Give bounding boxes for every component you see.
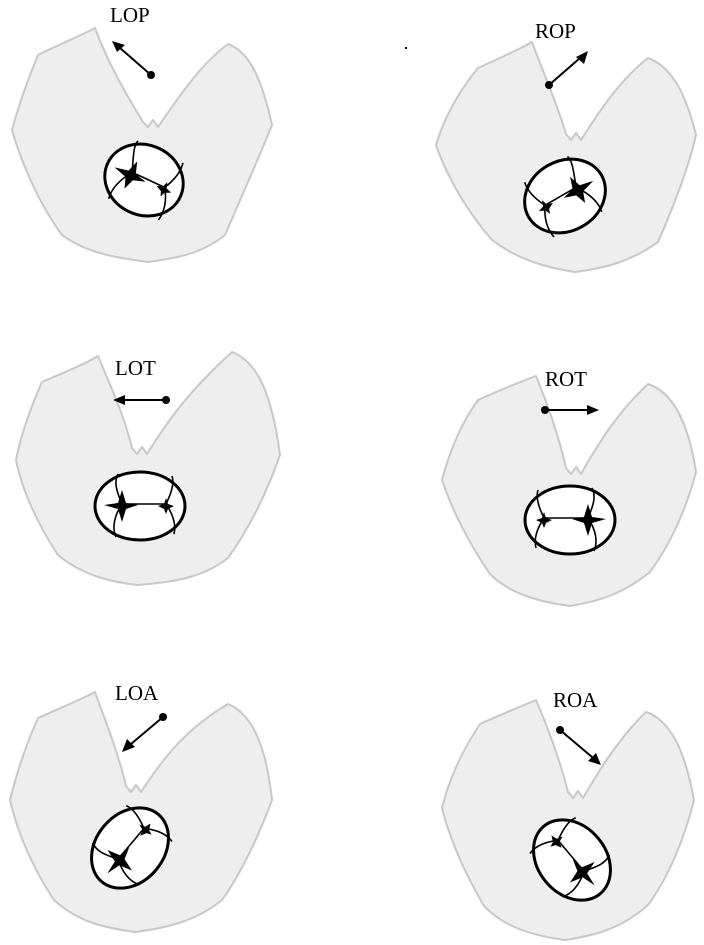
anterior-fontanelle-rot [536,512,552,528]
panel-loa: LOA [9,681,273,933]
posterior-fontanelle-roa [570,859,595,886]
arrowhead-rop [576,51,588,64]
arrow-origin-lot [162,396,170,404]
panel-roa: ROA [441,688,695,941]
panel-lop: LOP [11,3,273,263]
fetal-head-rot [523,484,617,556]
arrow-roa [559,729,593,758]
posterior-fontanelle-loa [107,847,132,874]
arrowhead-lot [113,395,125,405]
fetal-head-roa [529,816,612,902]
arrow-origin-lop [147,71,155,79]
anterior-fontanelle-loa [139,823,152,836]
posterior-fontanelle-rop [563,176,594,203]
arrowhead-rot [587,405,599,415]
anterior-fontanelle-roa [550,835,563,848]
pelvis-rop [435,41,697,273]
fetal-head-lot [93,470,187,542]
arrowhead-loa [122,739,135,752]
posterior-fontanelle-lot [104,490,138,522]
anterior-fontanelle-lot [158,498,174,514]
head-outline-lop [103,142,185,218]
arrow-origin-rop [545,81,553,89]
stray-dot [405,47,407,49]
panel-rot: ROT [441,367,697,607]
arrow-rop [548,57,581,86]
pelvis-lot [15,351,281,586]
arrow-origin-loa [159,713,167,721]
sagittal-suture-lop [131,171,166,189]
label-rop: ROP [535,19,576,43]
panel-lot: LOT [15,351,281,586]
label-loa: LOA [115,681,159,705]
arrow-lop [119,47,152,76]
fetal-head-rop [523,155,607,238]
label-lot: LOT [115,356,156,380]
panel-rop: ROP [435,19,697,273]
arrowhead-roa [588,753,601,765]
arrow-origin-roa [556,726,564,734]
label-rot: ROT [545,367,587,391]
fetal-head-loa [90,804,173,890]
arrow-loa [130,716,164,745]
posterior-fontanelle-lop [114,161,146,189]
sagittal-suture-rop [544,186,577,206]
arrowhead-lop [112,41,125,52]
posterior-fontanelle-rot [572,504,606,536]
label-lop: LOP [110,3,150,27]
fetal-head-lop [103,140,185,221]
arrow-origin-rot [541,406,549,414]
anterior-fontanelle-rop [539,200,553,214]
label-roa: ROA [553,688,598,712]
anterior-fontanelle-lop [156,182,172,197]
